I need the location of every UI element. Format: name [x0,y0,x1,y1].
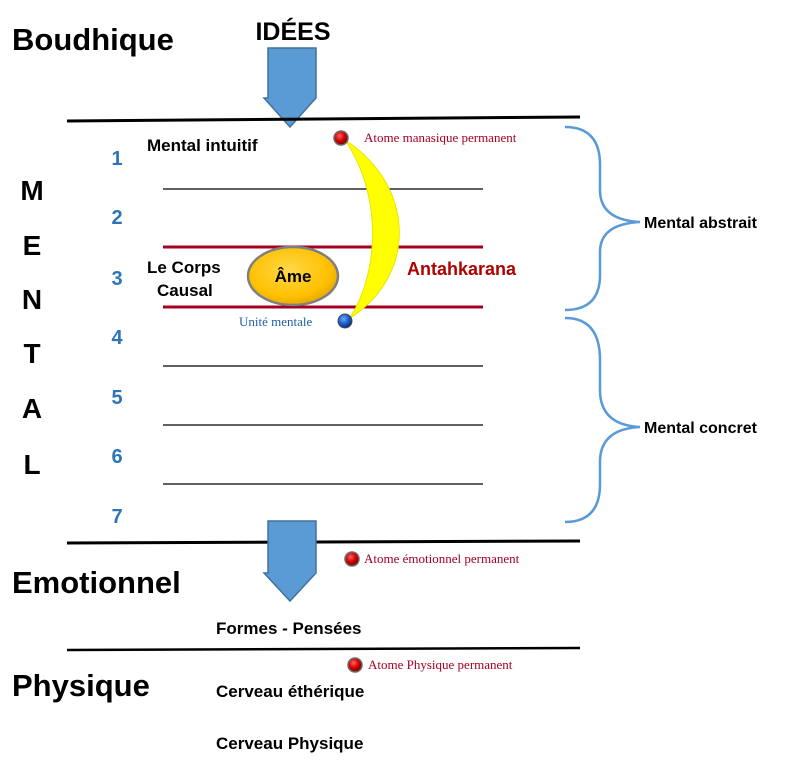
mental-letter-n: N [22,284,42,315]
idees-arrow [262,47,317,129]
corps-causal-label-line1: Le Corps [147,258,221,277]
corps-causal-label-line2: Causal [157,281,213,300]
atome-manasique-label: Atome manasique permanent [364,130,517,145]
boundary-emotionnel-physique [66,646,581,652]
unite-mentale-icon [337,313,353,329]
mental-vertical-label: M E N T A L [20,175,43,480]
cerveau-physique-label: Cerveau Physique [216,734,363,753]
lower-down-arrow [262,520,317,603]
mental-letter-e: E [23,230,42,261]
antahkarana-crescent [344,139,400,319]
sublevel-number-5: 5 [111,387,122,409]
mental-abstrait-label: Mental abstrait [644,215,758,232]
mental-concret-label: Mental concret [644,420,758,437]
boundary-mental-emotionnel [66,539,581,545]
brace-mental-abstrait [564,125,641,312]
ame-label: Âme [275,267,312,286]
sublevel-number-7: 7 [111,506,122,528]
atome-physique-label: Atome Physique permanent [368,657,513,672]
sublevel-numbers: 1 2 3 4 5 6 7 [111,148,123,528]
unite-mentale-label: Unité mentale [239,314,313,329]
ame-ellipse [246,245,340,307]
brace-mental-concret [564,316,641,524]
idees-label: IDÉES [255,17,330,46]
sublevel-number-1: 1 [111,148,122,170]
mental-letter-t: T [23,338,40,369]
plane-physique: Physique [12,668,150,703]
sublevel-number-6: 6 [111,446,122,468]
atome-emotionnel-icon [344,551,360,567]
atome-physique-icon [347,657,363,673]
boundary-bouddhique-mental [66,115,581,123]
sublevel-number-4: 4 [111,327,123,349]
sublevel-number-3: 3 [111,268,122,290]
plane-emotionnel: Emotionnel [12,565,181,600]
plane-bouddhique: Boudhique [12,22,174,57]
mental-letter-a: A [22,393,42,424]
atome-manasique-icon [333,130,349,146]
cerveau-etherique-label: Cerveau éthérique [216,682,364,701]
antahkarana-label: Antahkarana [407,259,517,279]
mental-letter-m: M [20,175,43,206]
mental-intuitif-label: Mental intuitif [147,136,258,155]
atome-emotionnel-label: Atome émotionnel permanent [364,551,520,566]
mental-letter-l: L [23,449,40,480]
formes-pensees-label: Formes - Pensées [216,619,362,638]
sublevel-number-2: 2 [111,207,122,229]
